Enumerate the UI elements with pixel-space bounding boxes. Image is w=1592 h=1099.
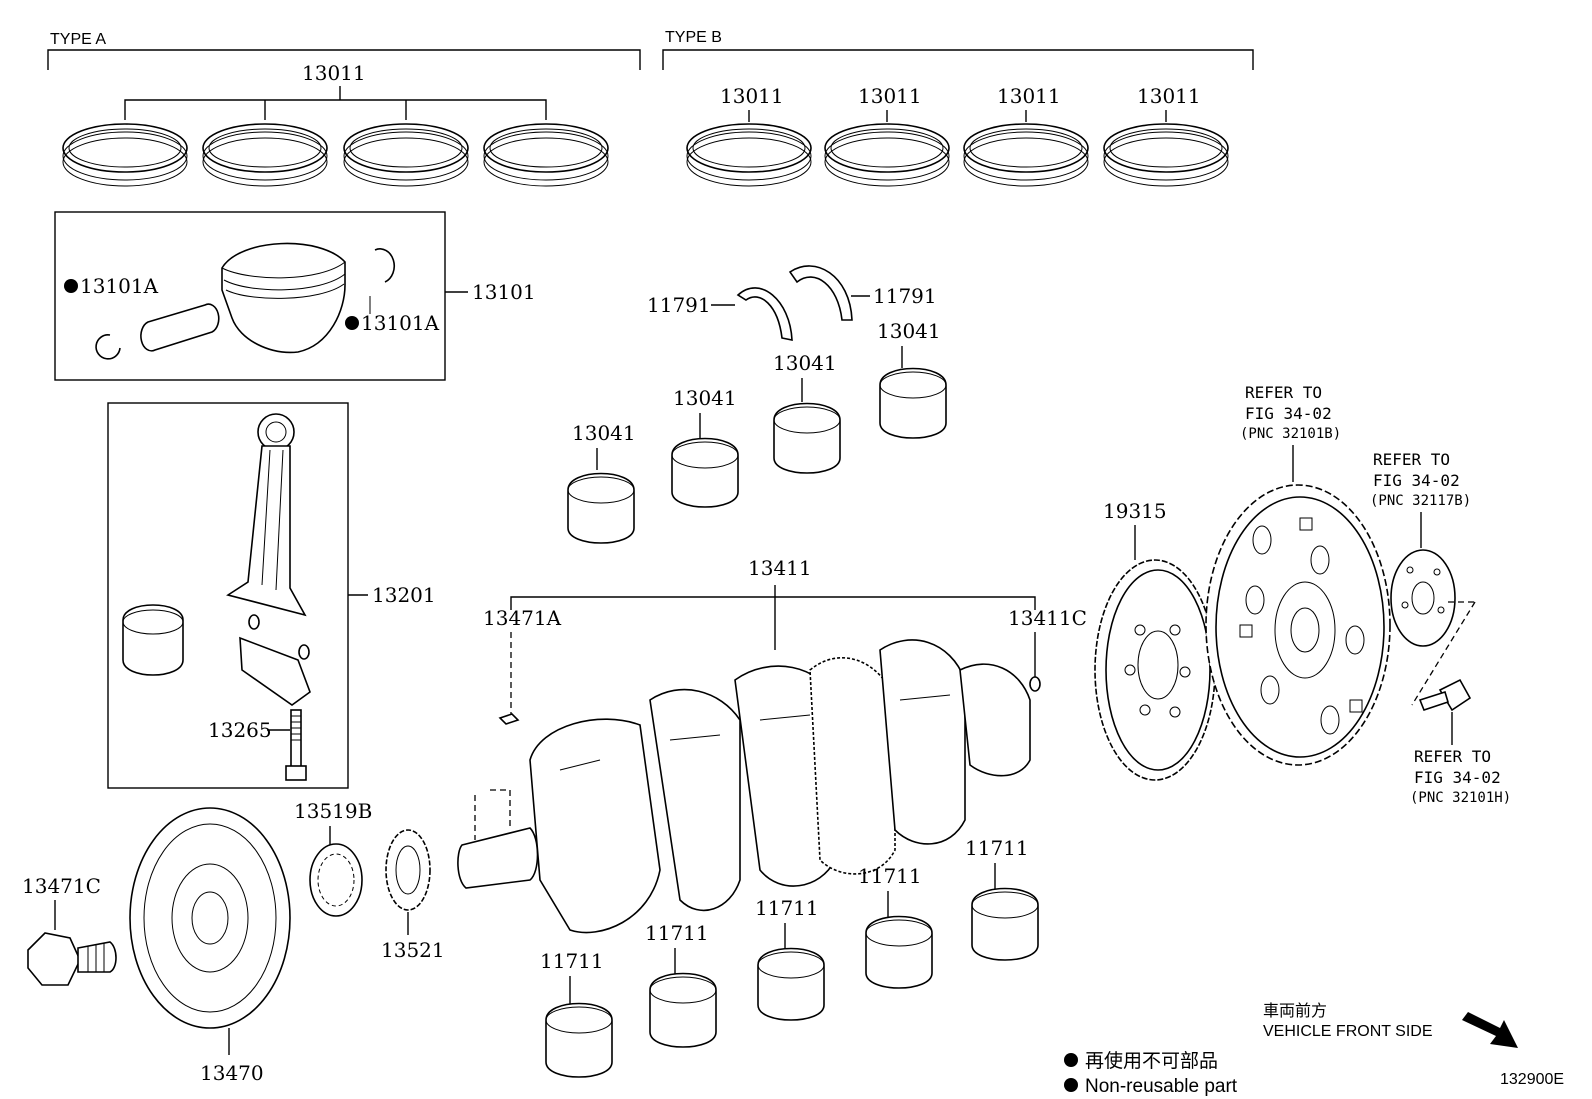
label-ring-b4: 13011 [1137,84,1201,108]
non-reusable-dot-left [64,279,78,293]
label-main-bearing-2: 11711 [645,921,709,945]
oil-pump-sprocket [385,829,431,911]
non-reusable-dot-right [345,316,359,330]
legend-en: Non-reusable part [1085,1076,1238,1097]
spacer-guide [1411,601,1476,706]
refer-bolt-line2: FIG 34-02 [1414,768,1501,787]
label-thrust-washer-left: 11791 [647,293,711,317]
label-ring-set-a: 13011 [302,61,366,85]
label-ring-b3: 13011 [997,84,1061,108]
crank-pin [1029,676,1041,692]
label-main-bearing-4: 11711 [858,864,922,888]
label-thrust-washer-right: 11791 [873,284,937,308]
sensor-plate [1094,559,1216,781]
legend-jp: 再使用不可部品 [1085,1050,1218,1072]
refer-bolt-line1: REFER TO [1414,747,1491,766]
refer-spacer-line2: FIG 34-02 [1373,471,1460,490]
label-pulley-bolt: 13471C [22,874,101,898]
label-crank-pulley: 13470 [200,1061,264,1085]
type-b-bracket [662,49,1254,70]
ring-b-leaders [748,110,1167,122]
label-snap-ring-left: 13101A [80,274,159,298]
label-snap-ring-right: 13101A [361,311,440,335]
type-a-label: TYPE A [50,31,106,48]
refer-flywheel-line3: (PNC 32101B) [1240,426,1341,442]
label-connecting-rod: 13201 [372,583,436,607]
label-rod-bearing-1: 13041 [572,421,636,445]
refer-bolt-line3: (PNC 32101H) [1410,790,1511,806]
rod-bearing-2 [671,437,739,508]
crank-key [498,713,520,725]
label-sensor-plate: 19315 [1103,499,1167,523]
crankshaft-bracket [510,585,1036,650]
refer-spacer-line3: (PNC 32117B) [1370,493,1471,509]
label-rod-bearing-3: 13041 [773,351,837,375]
label-piston: 13101 [472,280,536,304]
main-bearing-3 [757,947,825,1021]
rod-bearing-3 [773,402,841,474]
connecting-rod [226,413,311,706]
main-bearing-5 [971,887,1039,961]
pulley-bolt [27,932,117,986]
thrust-washer-right [788,265,853,321]
timing-sprocket [309,843,363,917]
legend-dot-en [1064,1078,1078,1092]
piston-ring-set-a [62,123,609,187]
front-arrow-icon [1462,1012,1518,1048]
rod-bearing-1 [567,472,635,544]
thrust-washer-left [736,287,793,341]
label-timing-sprocket: 13519B [294,799,372,823]
label-ring-b1: 13011 [720,84,784,108]
rod-bearing-4 [879,367,947,439]
label-rod-bearing-2: 13041 [673,386,737,410]
main-bearing-2 [649,972,717,1048]
label-rod-bearing-4: 13041 [877,319,941,343]
rod-bearing-in-box [122,604,184,676]
ring-set-a-leader [124,86,547,120]
label-rod-bolt: 13265 [208,718,272,742]
label-main-bearing-1: 11711 [540,949,604,973]
label-main-bearing-5: 11711 [965,836,1029,860]
type-a-bracket [47,49,641,70]
crank-pulley [129,807,291,1029]
front-label-en: VEHICLE FRONT SIDE [1263,1023,1433,1040]
piston-box [54,211,446,381]
type-b-label: TYPE B [665,29,722,46]
piston-assembly [95,242,396,360]
main-bearing-1 [545,1002,613,1078]
crankshaft-assembly [457,639,1031,934]
drive-plate-bolt [1418,678,1472,712]
label-pin-right: 13411C [1008,606,1087,630]
figure-id: 132900E [1500,1071,1564,1088]
piston-ring-set-b [686,123,1229,187]
label-key-left: 13471A [483,606,562,630]
refer-spacer-line1: REFER TO [1373,450,1450,469]
front-label-jp: 車両前方 [1263,1002,1327,1020]
refer-flywheel-line2: FIG 34-02 [1245,404,1332,423]
label-ring-b2: 13011 [858,84,922,108]
drive-plate [1205,484,1391,766]
label-oil-pump-sprocket: 13521 [381,938,445,962]
label-main-bearing-3: 11711 [755,896,819,920]
legend-dot-jp [1064,1053,1078,1067]
main-bearing-4 [865,915,933,989]
spacer-plate [1390,549,1456,647]
label-crankshaft: 13411 [748,556,812,580]
refer-flywheel-line1: REFER TO [1245,383,1322,402]
rod-bolt [285,709,307,781]
